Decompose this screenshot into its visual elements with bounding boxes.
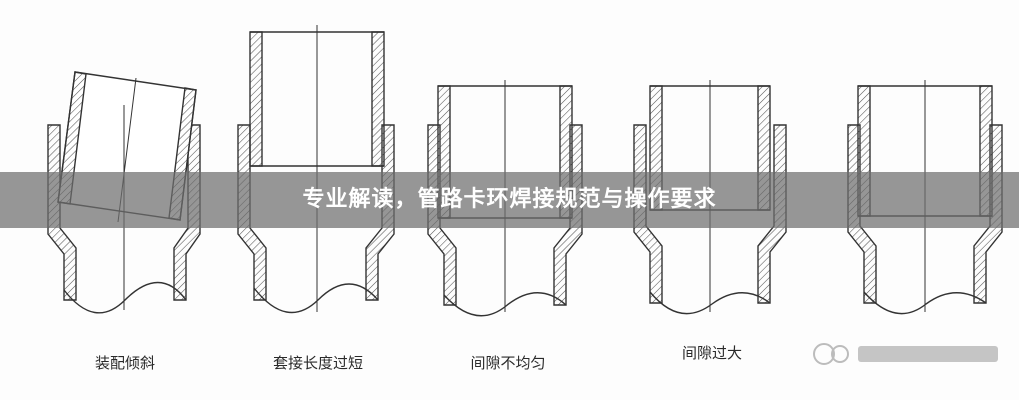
caption-large-gap: 间隙过大 <box>681 344 742 362</box>
break-line <box>863 291 987 315</box>
inserted-pipe-wall-right <box>371 31 385 167</box>
break-line <box>63 281 187 314</box>
socket-left-wall <box>47 124 77 301</box>
break-line <box>443 292 567 317</box>
panel-2-short-insertion <box>237 25 395 314</box>
inserted-pipe-wall-left <box>249 31 263 167</box>
break-line <box>253 283 379 314</box>
banner-title: 专业解读，管路卡环焊接规范与操作要求 <box>302 187 717 212</box>
caption-short-insertion: 套接长度过短 <box>272 354 363 372</box>
caption-tilted-assembly: 装配倾斜 <box>94 354 155 372</box>
break-line <box>649 291 771 315</box>
socket-left-wall <box>633 124 663 304</box>
caption-uneven-gap: 间隙不均匀 <box>470 354 546 372</box>
title-banner: 专业解读，管路卡环焊接规范与操作要求 <box>0 172 1019 228</box>
watermark-logo <box>813 343 998 365</box>
